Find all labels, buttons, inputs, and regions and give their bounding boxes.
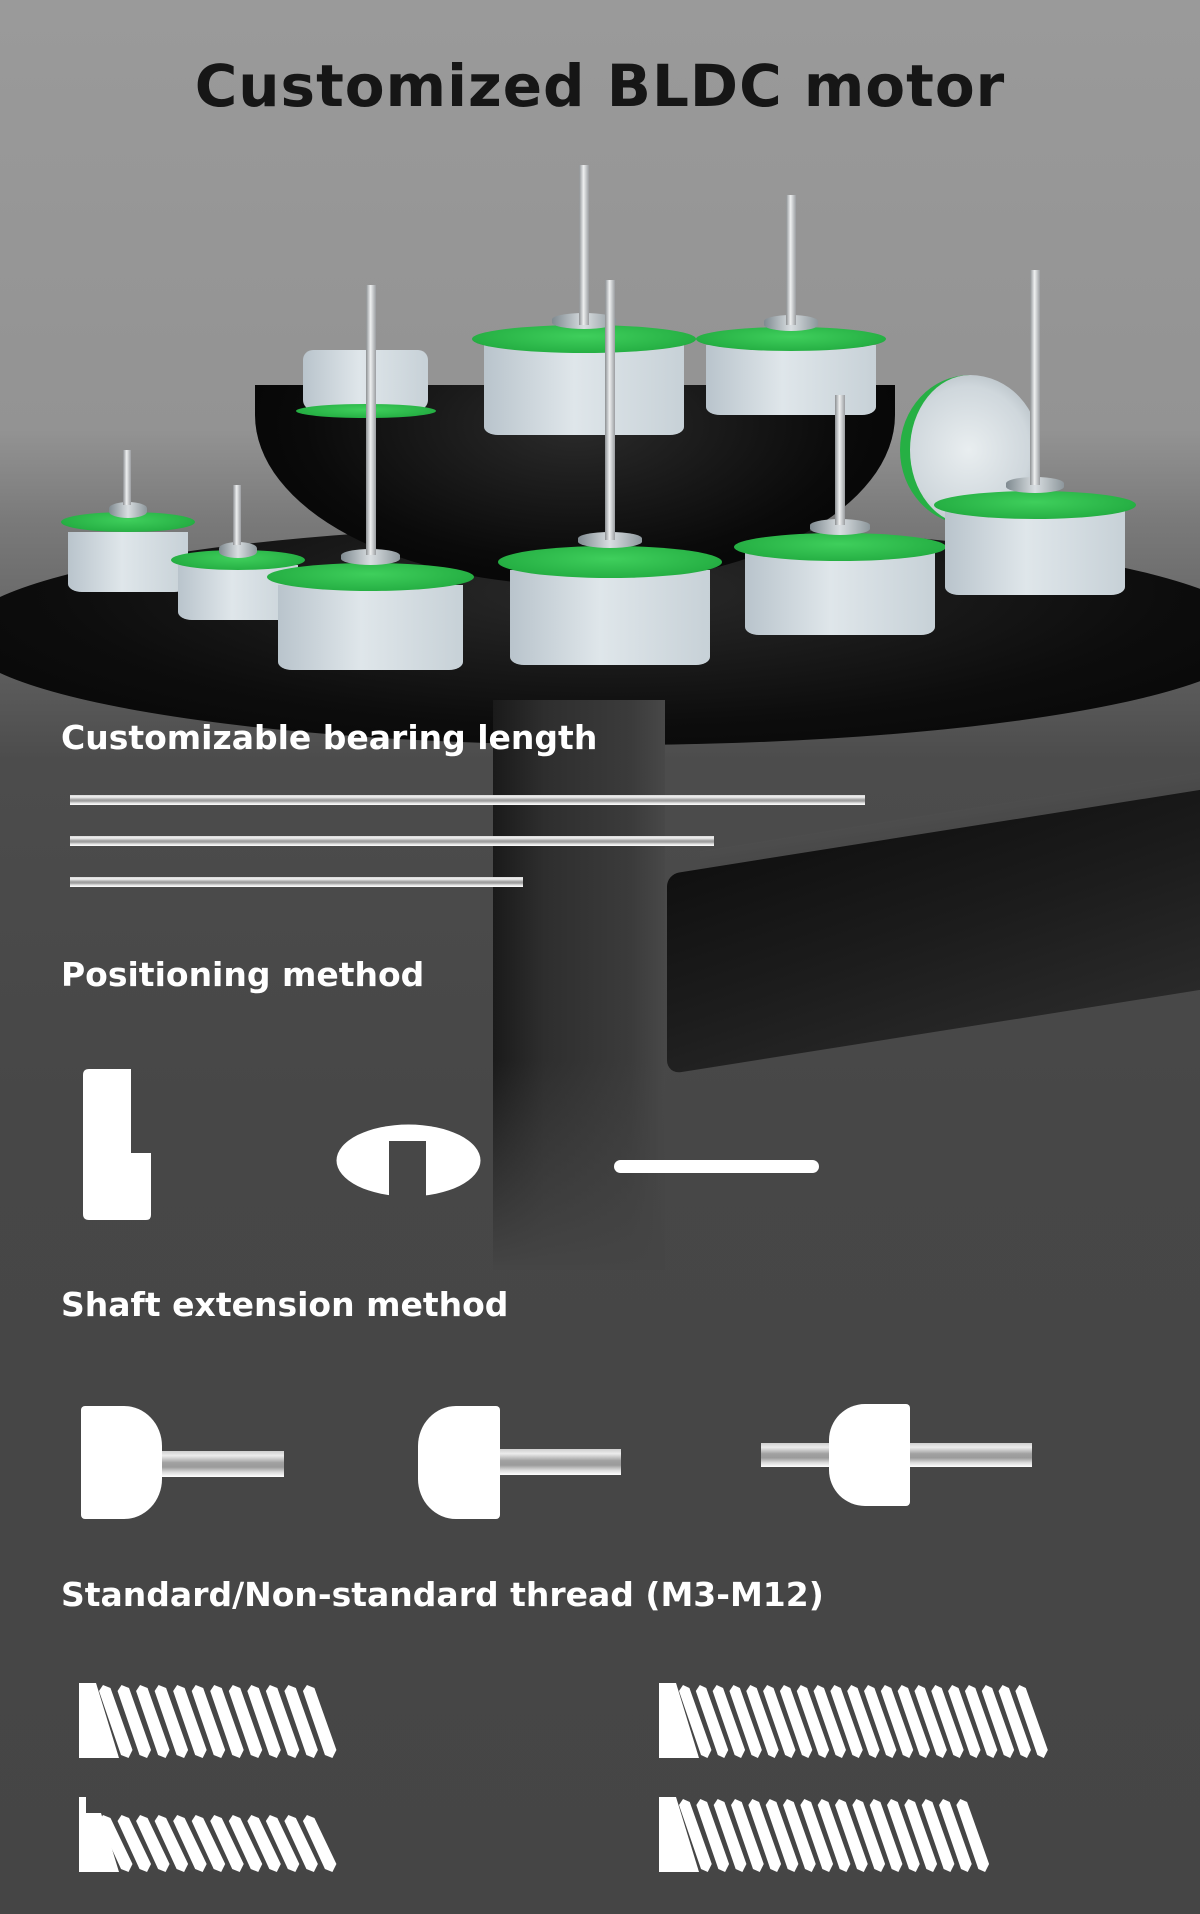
motor-back-center: [472, 165, 696, 435]
motor-front-3: [266, 285, 475, 670]
bearing-bar-long: [70, 795, 865, 805]
step-flat-shaft-icon: [83, 1069, 151, 1220]
section-heading-positioning: Positioning method: [61, 955, 425, 994]
motor-front-center: [498, 280, 722, 665]
motor-front-1: [60, 450, 196, 592]
section-heading-thread: Standard/Non-standard thread (M3-M12): [61, 1575, 824, 1614]
d-slot-oval-icon: [336, 1124, 481, 1197]
motor-back-right: [695, 195, 887, 415]
thread-long-plain-icon: [659, 1683, 1048, 1758]
thread-medium-plain-icon: [659, 1797, 990, 1872]
section-heading-shaft-extension: Shaft extension method: [61, 1285, 509, 1324]
flat-line-icon: [614, 1160, 819, 1173]
section-heading-bearing-length: Customizable bearing length: [61, 718, 598, 757]
motor-front-4: [733, 395, 947, 635]
motor-front-5: [934, 270, 1136, 595]
bearing-bar-short: [70, 877, 523, 887]
page-title: Customized BLDC motor: [194, 52, 1006, 120]
thread-short-plain-icon: [79, 1683, 337, 1758]
thread-short-stepped-icon: [79, 1797, 337, 1872]
bearing-bar-medium: [70, 836, 714, 846]
